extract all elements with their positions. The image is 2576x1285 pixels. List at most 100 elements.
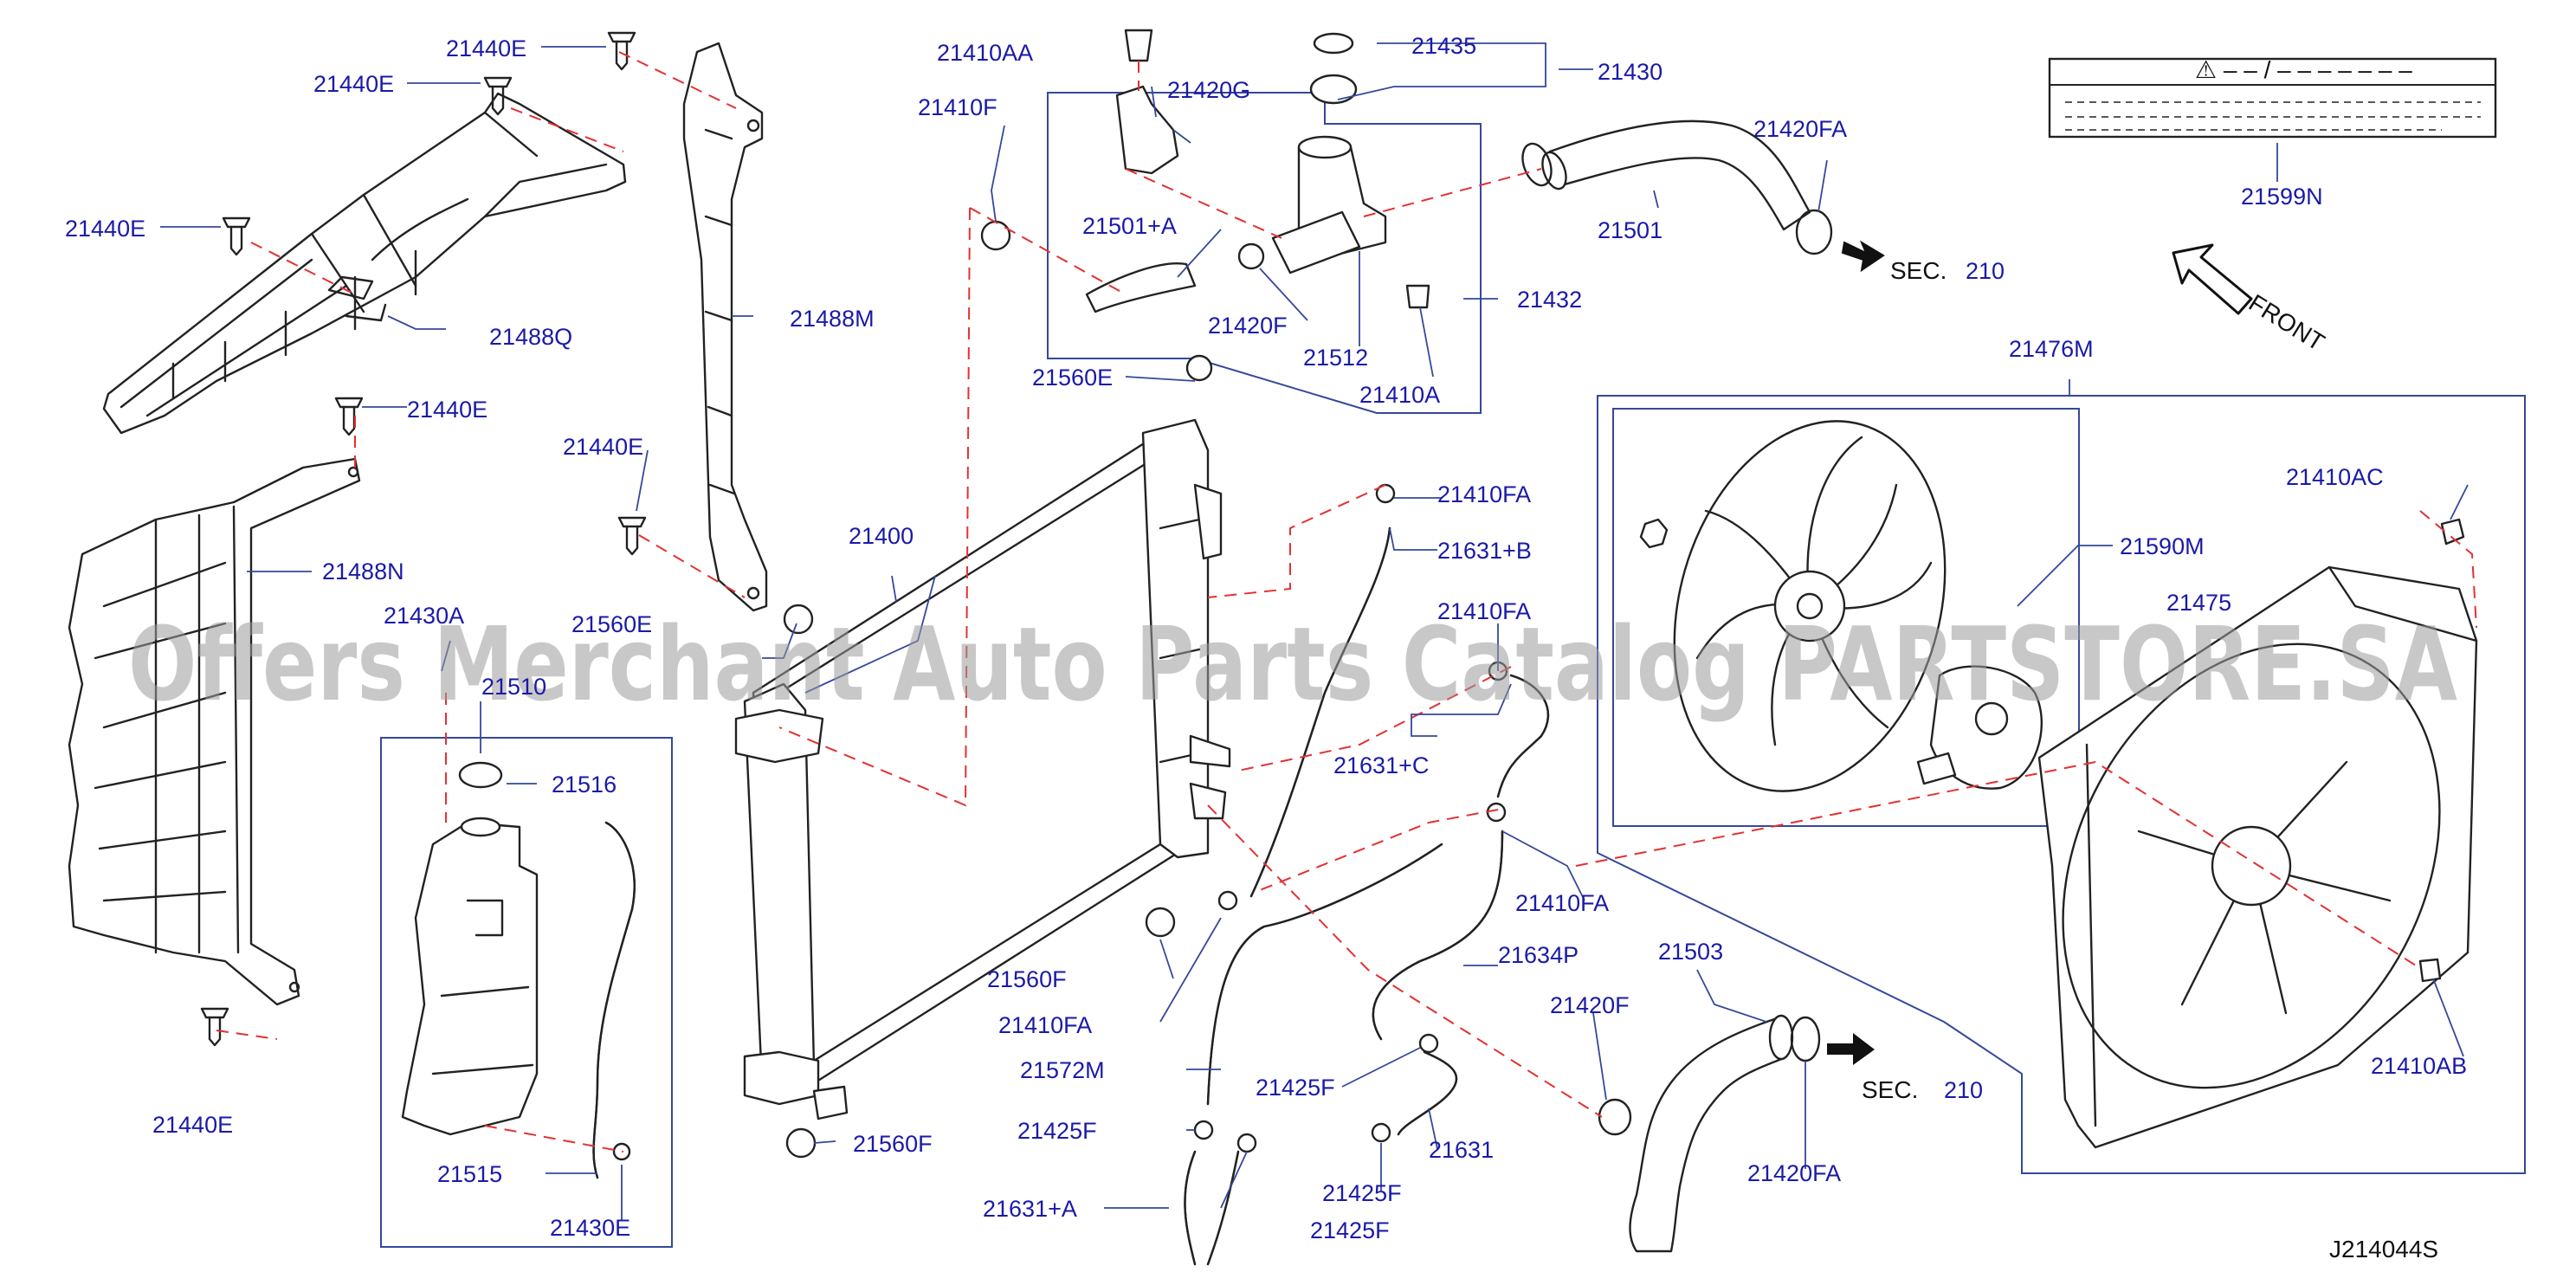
label-21599N[interactable]: 21599N: [2241, 184, 2323, 210]
label-21440E-a[interactable]: 21440E: [313, 71, 394, 97]
clamp-21425F-d: [1236, 1133, 1257, 1153]
clips-21440E: [200, 31, 647, 1047]
clamp-21425F-a: [1418, 1033, 1439, 1054]
label-21410AB[interactable]: 21410AB: [2371, 1053, 2467, 1079]
label-21501A[interactable]: 21501+A: [1082, 213, 1177, 239]
label-21432[interactable]: 21432: [1517, 287, 1582, 313]
label-21488Q[interactable]: 21488Q: [489, 324, 572, 350]
label-21572M[interactable]: 21572M: [1020, 1057, 1105, 1083]
label-21420FA-b[interactable]: 21420FA: [1747, 1160, 1841, 1186]
label-21440E-b[interactable]: 21440E: [65, 216, 145, 242]
part-labels: 21440E 21440E 21440E 21440E 21440E 21440…: [65, 33, 2467, 1243]
box-21590M-group: [1612, 408, 2080, 827]
section-ref-arrow-1: [1841, 240, 1885, 273]
section-ref-arrow-2: [1827, 1033, 1875, 1065]
label-21631C[interactable]: 21631+C: [1333, 752, 1429, 778]
label-21503[interactable]: 21503: [1658, 939, 1723, 965]
label-21420F-a[interactable]: 21420F: [1208, 313, 1288, 339]
lower-hoses: [1184, 483, 1550, 1266]
label-21420F-b[interactable]: 21420F: [1550, 992, 1630, 1018]
label-21512[interactable]: 21512: [1303, 345, 1368, 371]
label-21560F-a[interactable]: 21560F: [987, 966, 1067, 992]
leader-lines: [160, 42, 2469, 1221]
label-21516[interactable]: 21516: [552, 772, 617, 797]
label-21425F-c[interactable]: 21425F: [1322, 1180, 1402, 1206]
sec-number-lower[interactable]: 210: [1944, 1077, 1983, 1103]
label-21425F-d[interactable]: 21425F: [1310, 1217, 1390, 1243]
label-21400[interactable]: 21400: [849, 523, 914, 549]
label-21475[interactable]: 21475: [2166, 590, 2231, 616]
clamp-21501-left: [1521, 142, 1553, 187]
clip-21440E-c: [334, 397, 364, 436]
clamp-21420FA-a: [1795, 209, 1833, 255]
lower-air-guide-21488N: [68, 457, 361, 1006]
radiator-caps: [783, 354, 1213, 1159]
label-21488N[interactable]: 21488N: [322, 559, 404, 584]
label-21410FA-b[interactable]: 21410FA: [1437, 598, 1531, 624]
upper-air-guide-21488Q: [102, 92, 627, 435]
clip-21440E-d: [617, 516, 647, 556]
label-21631B[interactable]: 21631+B: [1437, 538, 1532, 564]
hose-21501A: [1085, 262, 1197, 313]
label-21440E-d[interactable]: 21440E: [563, 434, 643, 460]
label-21560E-top[interactable]: 21560E: [1032, 365, 1113, 391]
filler-cap: [1309, 74, 1358, 105]
label-21488M[interactable]: 21488M: [790, 306, 875, 332]
plug-21560F-b: [785, 1127, 817, 1159]
clamp-21420FA-b: [1790, 1016, 1821, 1062]
clip-21440E-e: [200, 1007, 229, 1047]
screw-21410AC: [2440, 518, 2465, 546]
label-21425F-b[interactable]: 21425F: [1017, 1118, 1097, 1144]
sec-label-lower[interactable]: SEC.: [1862, 1076, 1918, 1103]
front-arrow: [2172, 243, 2253, 315]
label-21410FA-c[interactable]: 21410FA: [1515, 890, 1609, 916]
plug-21560E-mid: [783, 604, 814, 635]
label-21410FA-d[interactable]: 21410FA: [998, 1012, 1092, 1038]
label-21590M[interactable]: 21590M: [2120, 533, 2205, 559]
label-21476M[interactable]: 21476M: [2009, 336, 2094, 362]
clamp-21410FA-c: [1486, 802, 1507, 823]
reservoir-tank-21510: [401, 761, 636, 1179]
label-21510[interactable]: 21510: [481, 674, 546, 700]
cap-21516: [458, 761, 503, 789]
clamp-21410FA-d: [1217, 890, 1238, 911]
label-21410AC[interactable]: 21410AC: [2286, 464, 2384, 490]
group-boxes: [380, 57, 2526, 1248]
label-21560F-b[interactable]: 21560F: [853, 1131, 933, 1157]
upper-hose-assembly: [980, 29, 1430, 313]
label-21440E-e[interactable]: 21440E: [152, 1112, 233, 1138]
sec-number-upper[interactable]: 210: [1966, 258, 2005, 284]
label-21430[interactable]: 21430: [1598, 59, 1662, 85]
front-label: FRONT: [2244, 289, 2329, 356]
label-21515[interactable]: 21515: [437, 1161, 502, 1187]
label-21410FA-a[interactable]: 21410FA: [1437, 481, 1531, 507]
plug-21560E-top: [1185, 354, 1213, 382]
clip-21440E-top: [607, 31, 636, 71]
alignment-lines: [216, 51, 2477, 1153]
fan-shroud-21475: [2037, 518, 2478, 1149]
label-21430E[interactable]: 21430E: [550, 1215, 630, 1241]
label-21501[interactable]: 21501: [1598, 217, 1662, 243]
label-21631[interactable]: 21631: [1429, 1137, 1494, 1163]
label-21440E-c[interactable]: 21440E: [407, 397, 487, 423]
plug-21560F-a: [1145, 907, 1176, 938]
sec-label-upper[interactable]: SEC.: [1890, 257, 1947, 284]
caution-label-lines: [2050, 84, 2495, 131]
box-21510-group: [380, 737, 673, 1248]
label-21631A[interactable]: 21631+A: [983, 1196, 1077, 1222]
label-21430A[interactable]: 21430A: [384, 603, 464, 629]
label-21410A[interactable]: 21410A: [1359, 382, 1440, 408]
clamp-21420F-a: [1237, 242, 1265, 270]
label-21410AA[interactable]: 21410AA: [937, 40, 1033, 66]
label-21410F[interactable]: 21410F: [918, 94, 997, 120]
label-21435[interactable]: 21435: [1411, 33, 1476, 59]
label-21420FA-a[interactable]: 21420FA: [1753, 116, 1847, 142]
label-21420G[interactable]: 21420G: [1167, 77, 1250, 103]
label-21425F-a[interactable]: 21425F: [1256, 1075, 1335, 1101]
label-21560E-mid[interactable]: 21560E: [571, 611, 652, 637]
label-21634P[interactable]: 21634P: [1498, 942, 1579, 968]
clamp-21425F-c: [1371, 1122, 1391, 1143]
clip-21440E-b: [222, 216, 251, 256]
label-21440E-top[interactable]: 21440E: [446, 36, 526, 61]
hose-21501: [1521, 119, 1833, 255]
